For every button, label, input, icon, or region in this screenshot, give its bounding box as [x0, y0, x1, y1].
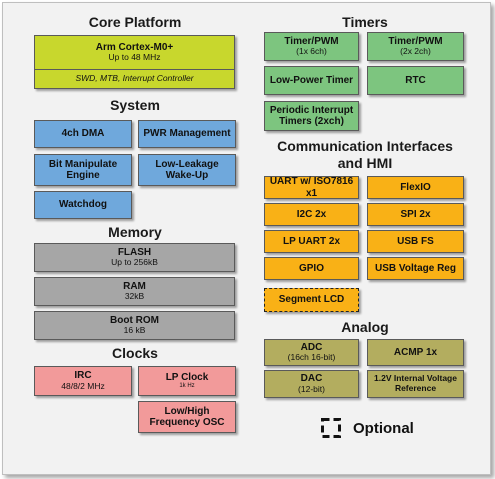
- optional-legend: Optional: [321, 418, 414, 438]
- lp-clock-frequency: 1k Hz: [179, 383, 195, 390]
- flexio-block: FlexIO: [367, 176, 464, 199]
- dma-label: 4ch DMA: [61, 128, 105, 140]
- bme-line2: Engine: [66, 170, 100, 181]
- irc-block: IRC 48/8/2 MHz: [34, 366, 132, 396]
- pwr-management-block: PWR Management: [138, 120, 236, 148]
- dac-block: DAC (12-bit): [264, 370, 359, 398]
- osc-line2: Frequency OSC: [149, 417, 225, 428]
- slcd-label: Segment LCD: [278, 294, 345, 306]
- irc-frequency: 48/8/2 MHz: [61, 380, 105, 391]
- tpm1-channels: (1x 6ch): [296, 46, 327, 57]
- voltage-reference-block: 1.2V Internal Voltage Reference: [367, 370, 464, 398]
- llwu-line1: Low-Leakage: [155, 158, 219, 170]
- cpu-title: Arm Cortex-M0+: [95, 41, 174, 53]
- timer-pwm-2-block: Timer/PWM (2x 2ch): [367, 32, 464, 61]
- low-leakage-wakeup-block: Low-Leakage Wake-Up: [138, 154, 236, 186]
- flexio-label: FlexIO: [400, 181, 431, 193]
- optional-label: Optional: [353, 419, 414, 437]
- block-diagram: Core Platform Arm Cortex-M0+ Up to 48 MH…: [2, 2, 491, 475]
- boot-rom-title: Boot ROM: [110, 314, 159, 326]
- flash-title: FLASH: [117, 246, 152, 258]
- uart-line1: UART w/ ISO7816: [269, 176, 354, 187]
- spi-block: SPI 2x: [367, 203, 464, 226]
- lp-clock-title: LP Clock: [165, 371, 209, 383]
- adc-spec: (16ch 16-bit): [287, 352, 336, 363]
- boot-rom-size: 16 kB: [123, 325, 146, 336]
- lpuart-label: LP UART 2x: [282, 235, 341, 247]
- comm-heading: Communication Interfaces and HMI: [265, 138, 465, 172]
- pit-line2: Timers (2xch): [279, 116, 344, 127]
- core-platform-heading: Core Platform: [88, 14, 182, 30]
- llwu-line2: Wake-Up: [165, 170, 209, 181]
- core-platform-block: Arm Cortex-M0+ Up to 48 MHz SWD, MTB, In…: [34, 35, 235, 89]
- i2c-block: I2C 2x: [264, 203, 359, 226]
- uart-line2: x1: [305, 187, 318, 199]
- watchdog-block: Watchdog: [34, 191, 132, 219]
- spi-label: SPI 2x: [400, 208, 431, 220]
- boot-rom-block: Boot ROM 16 kB: [34, 311, 235, 340]
- uart-iso7816-block: UART w/ ISO7816 x1: [264, 176, 359, 199]
- usb-voltage-reg-block: USB Voltage Reg: [367, 257, 464, 280]
- irc-title: IRC: [74, 370, 92, 382]
- usbfs-label: USB FS: [397, 235, 434, 247]
- clocks-heading: Clocks: [112, 345, 158, 361]
- dac-title: DAC: [300, 373, 323, 385]
- ram-title: RAM: [123, 280, 146, 292]
- frequency-osc-block: Low/High Frequency OSC: [138, 401, 236, 433]
- flash-size: Up to 256kB: [111, 257, 158, 268]
- timer-pwm-1-block: Timer/PWM (1x 6ch): [264, 32, 359, 61]
- adc-title: ADC: [300, 341, 323, 353]
- acmp-block: ACMP 1x: [367, 339, 464, 366]
- lp-clock-block: LP Clock 1k Hz: [138, 366, 236, 396]
- dma-block: 4ch DMA: [34, 120, 132, 148]
- tpm1-title: Timer/PWM: [284, 35, 339, 47]
- usbvreg-label: USB Voltage Reg: [375, 262, 456, 274]
- ram-block: RAM 32kB: [34, 277, 235, 306]
- bit-manipulate-engine-block: Bit Manipulate Engine: [34, 154, 132, 186]
- comm-heading-line1: Communication Interfaces: [277, 138, 453, 154]
- flash-block: FLASH Up to 256kB: [34, 243, 235, 272]
- comm-heading-line2: and HMI: [337, 155, 393, 171]
- low-power-timer-block: Low-Power Timer: [264, 66, 359, 95]
- watchdog-label: Watchdog: [59, 199, 107, 211]
- acmp-label: ACMP 1x: [393, 346, 438, 358]
- memory-heading: Memory: [108, 224, 162, 240]
- rtc-label: RTC: [405, 74, 426, 86]
- i2c-label: I2C 2x: [296, 208, 327, 220]
- rtc-block: RTC: [367, 66, 464, 95]
- tpm2-channels: (2x 2ch): [400, 46, 431, 57]
- cpu-frequency: Up to 48 MHz: [108, 52, 161, 63]
- lp-uart-block: LP UART 2x: [264, 230, 359, 253]
- adc-block: ADC (16ch 16-bit): [264, 339, 359, 366]
- gpio-block: GPIO: [264, 257, 359, 280]
- usb-fs-block: USB FS: [367, 230, 464, 253]
- ram-size: 32kB: [124, 291, 145, 302]
- pwr-label: PWR Management: [143, 128, 231, 140]
- lptmr-label: Low-Power Timer: [269, 74, 354, 86]
- analog-heading: Analog: [341, 319, 389, 335]
- timers-heading: Timers: [342, 14, 388, 30]
- dac-spec: (12-bit): [298, 383, 325, 394]
- periodic-interrupt-timer-block: Periodic Interrupt Timers (2xch): [264, 101, 359, 131]
- core-divider: [35, 69, 234, 70]
- vref-line2: Reference: [394, 383, 437, 393]
- system-heading: System: [110, 97, 160, 113]
- pit-line1: Periodic Interrupt: [269, 104, 354, 116]
- osc-line1: Low/High: [164, 405, 210, 417]
- gpio-label: GPIO: [298, 262, 324, 274]
- segment-lcd-block: Segment LCD: [264, 288, 359, 312]
- dashed-box-icon: [321, 418, 341, 438]
- tpm2-title: Timer/PWM: [388, 35, 443, 47]
- vref-line1: 1.2V Internal Voltage: [374, 373, 457, 384]
- bme-line1: Bit Manipulate: [48, 158, 118, 170]
- debug-interrupt-label: SWD, MTB, Interrupt Controller: [75, 72, 194, 83]
